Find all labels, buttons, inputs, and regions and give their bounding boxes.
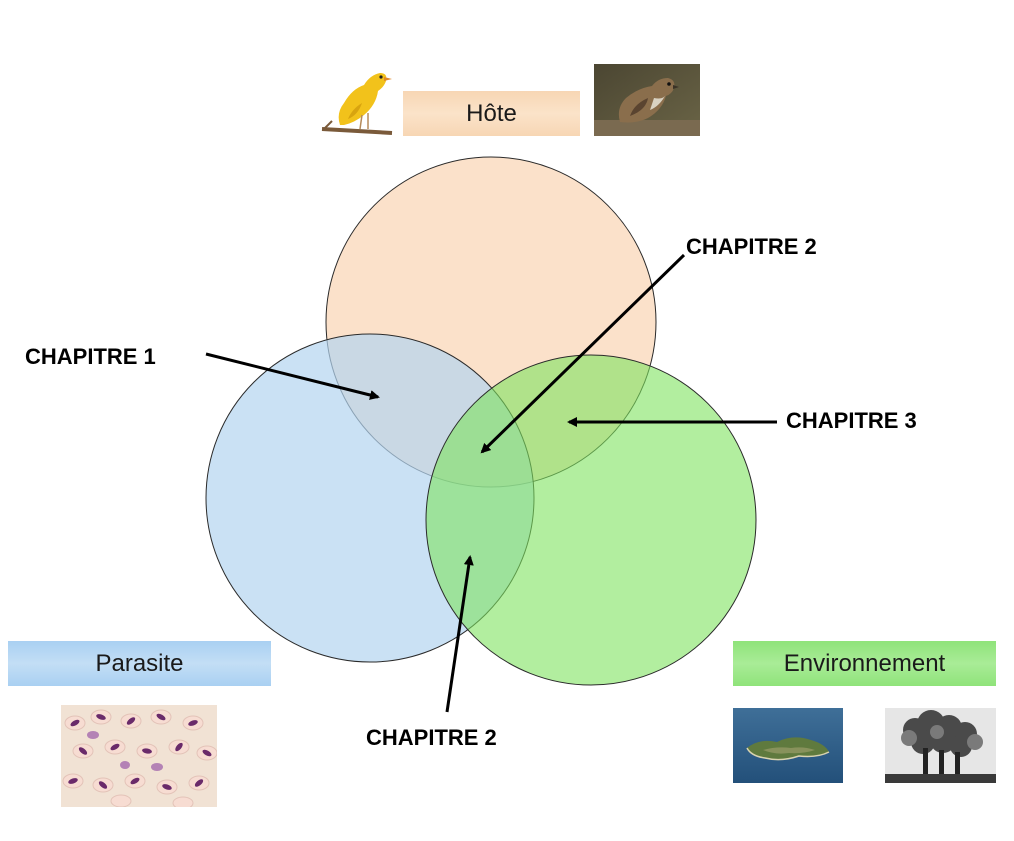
chapter-1-label: CHAPITRE 1 (25, 344, 156, 369)
island-aerial-photo (733, 708, 843, 783)
blood-parasite-micrograph (61, 705, 217, 807)
chapter-3-label: CHAPITRE 3 (786, 408, 917, 433)
environment-label: Environnement (733, 641, 996, 686)
chapter-2-top-label: CHAPITRE 2 (686, 234, 817, 259)
host-label: Hôte (403, 91, 580, 136)
arrow-chapter-1 (205, 352, 380, 400)
parasite-label: Parasite (8, 641, 271, 686)
environment-circle (425, 354, 757, 686)
sparrow-photo (594, 64, 700, 136)
arrow-chapter-2-top (480, 253, 686, 454)
arrow-chapter-2-bottom (445, 555, 474, 713)
factory-smoke-photo (885, 708, 996, 783)
chapter-2-bottom-label: CHAPITRE 2 (366, 725, 497, 750)
canary-photo (318, 63, 396, 138)
